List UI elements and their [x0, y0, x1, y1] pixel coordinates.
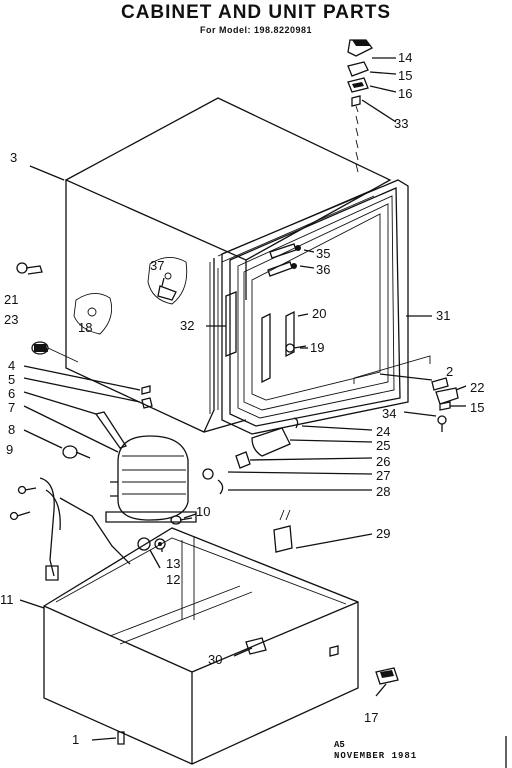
door-gasket [221, 179, 409, 435]
bolt-35 [269, 243, 301, 259]
label-1: 1 [72, 732, 79, 747]
strip-20 [261, 310, 295, 384]
label-33: 33 [394, 116, 408, 131]
label-13: 13 [166, 556, 180, 571]
label-16: 16 [398, 86, 412, 101]
tube-6 [94, 411, 128, 449]
label-15-top: 15 [398, 68, 412, 83]
label-28: 28 [376, 484, 390, 499]
label-20: 20 [312, 306, 326, 321]
label-2: 2 [446, 364, 453, 379]
label-32: 32 [180, 318, 194, 333]
model-subtitle: For Model: 198.8220981 [199, 25, 313, 35]
fitting-18 [73, 293, 113, 335]
diagram-title: CABINET AND UNIT PARTS [120, 2, 392, 23]
bracket-37 [147, 257, 188, 305]
label-22: 22 [470, 380, 484, 395]
label-9: 9 [6, 442, 13, 457]
overload-27 [202, 468, 214, 480]
screw-1 [117, 731, 125, 745]
label-18: 18 [78, 320, 92, 335]
capacitor-8 [62, 445, 91, 459]
bolt-36 [267, 261, 297, 277]
label-21: 21 [4, 292, 18, 307]
clip-4 [141, 385, 151, 395]
label-29: 29 [376, 526, 390, 541]
label-4: 4 [8, 358, 15, 373]
hinge-cap-14 [347, 39, 373, 57]
label-34: 34 [382, 406, 396, 421]
label-30: 30 [208, 652, 222, 667]
label-27: 27 [376, 468, 390, 483]
label-31: 31 [436, 308, 450, 323]
label-19: 19 [310, 340, 324, 355]
screw-34 [437, 415, 447, 432]
base-pan-11 [43, 527, 359, 765]
grommet-13 [154, 538, 166, 550]
relay-cover-25 [251, 427, 291, 457]
label-3: 3 [10, 150, 17, 165]
label-14: 14 [398, 50, 412, 65]
leveler-17 [375, 667, 399, 685]
strip-32 [225, 291, 237, 357]
label-36: 36 [316, 262, 330, 277]
hinge-22 [435, 387, 459, 405]
label-25: 25 [376, 438, 390, 453]
washer-33 [351, 95, 361, 107]
hinge-2 [431, 377, 449, 391]
label-35: 35 [316, 246, 330, 261]
label-17: 17 [364, 710, 378, 725]
bracket-29 [273, 509, 293, 553]
label-10: 10 [196, 504, 210, 519]
wiring-harness [39, 477, 131, 581]
compressor-7 [105, 435, 197, 523]
label-7: 7 [8, 400, 15, 415]
leader-lines [19, 57, 467, 741]
label-11: 11 [0, 592, 14, 607]
label-37: 37 [150, 258, 164, 273]
screw-19 [285, 343, 307, 353]
relay-26 [235, 451, 251, 469]
grommet-10 [170, 515, 193, 525]
clip-5 [141, 397, 153, 409]
shim-15-right [439, 401, 451, 411]
label-24: 24 [376, 424, 390, 439]
label-15-right: 15 [470, 400, 484, 415]
clip-28 [217, 479, 224, 495]
label-23: 23 [4, 312, 18, 327]
label-26: 26 [376, 454, 390, 469]
hinge-bracket-16 [347, 77, 369, 93]
knob-21 [16, 262, 43, 275]
label-12: 12 [166, 572, 180, 587]
hinge-plate-15-top [347, 61, 369, 77]
footer-date: NOVEMBER 1981 [334, 751, 418, 761]
grommet-30 [245, 637, 267, 655]
part-labels: 3 37 18 35 36 20 19 32 31 14 15 16 33 21… [0, 50, 484, 747]
screws-9 [9, 485, 37, 521]
label-6: 6 [8, 386, 15, 401]
label-8: 8 [8, 422, 15, 437]
clip-24 [293, 417, 299, 429]
thermostat-23 [31, 341, 79, 363]
label-5: 5 [8, 372, 15, 387]
footer-code: A5 [334, 740, 345, 750]
